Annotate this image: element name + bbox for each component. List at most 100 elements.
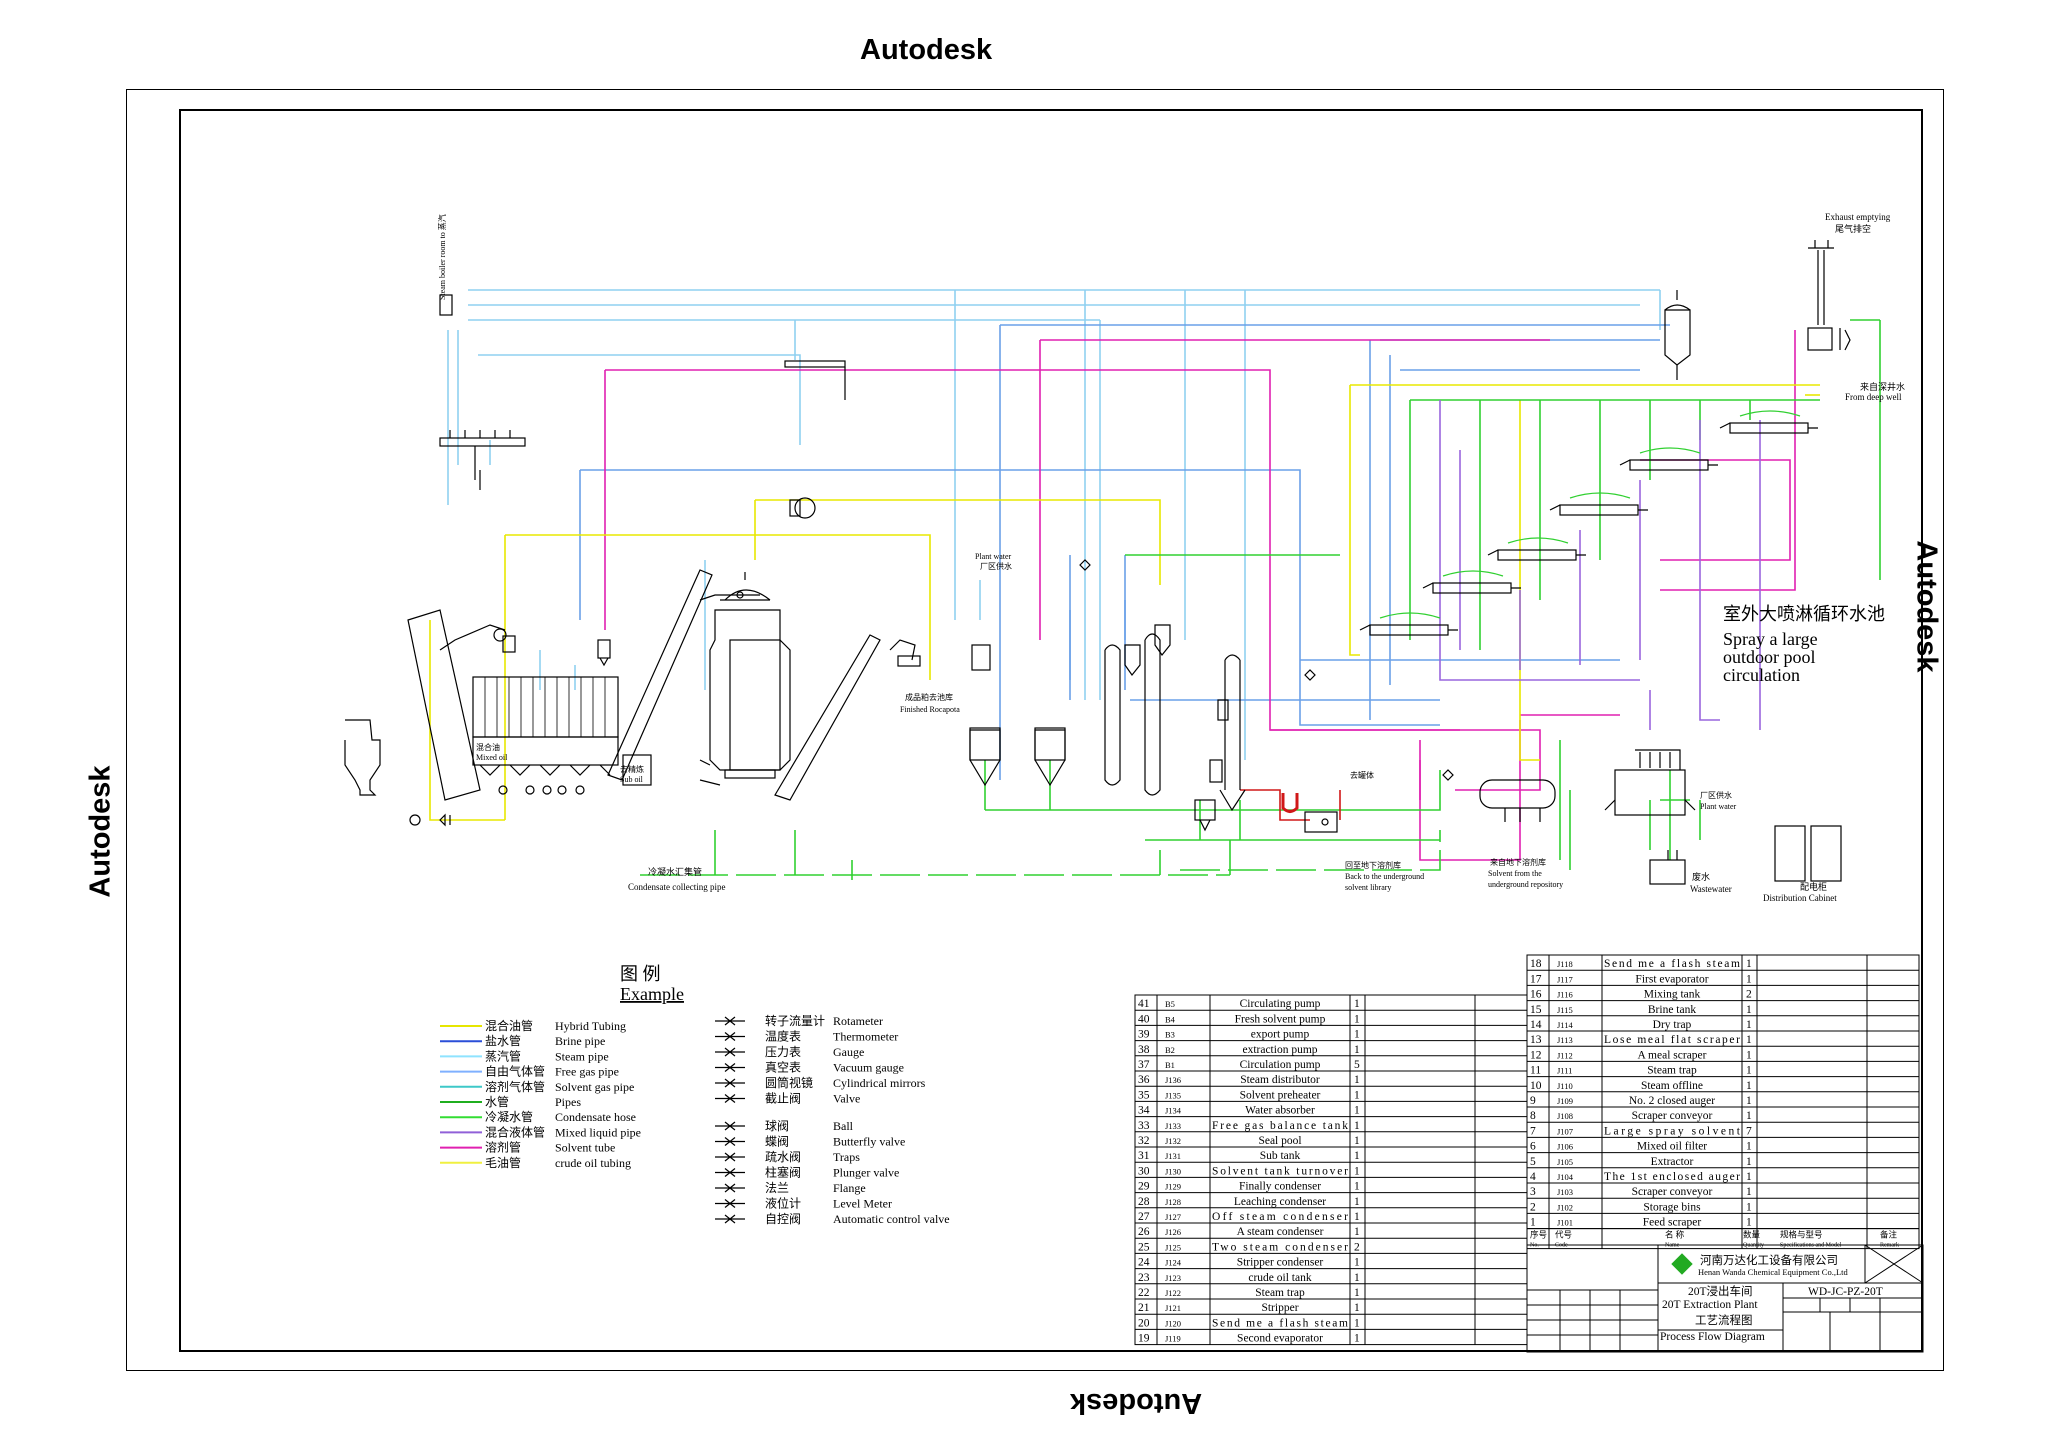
table-cell-name: Scraper conveyor	[1632, 1110, 1713, 1122]
table-cell-code: J103	[1557, 1187, 1573, 1197]
pipe-network	[429, 289, 1881, 880]
table-cell-name: Two steam condenser	[1212, 1241, 1348, 1253]
legend-pipe-en: Solvent tube	[555, 1141, 615, 1155]
label-plant-water-right: Plant water	[1700, 802, 1737, 811]
legend-title-en: Example	[620, 984, 684, 1004]
table-cell-qty: 1	[1354, 1257, 1360, 1269]
legend-symbol-en: Ball	[833, 1119, 854, 1133]
table-cell-no: 33	[1138, 1120, 1150, 1132]
label-back-underground-cn: 回至地下溶剂库	[1345, 860, 1401, 870]
label-plant-water-top-cn: 厂区供水	[980, 561, 1012, 571]
enclosed-auger	[607, 569, 713, 781]
table-cell-code: B2	[1165, 1045, 1175, 1055]
table-cell-qty: 1	[1354, 1181, 1360, 1193]
label-exhaust-cn: 尾气排空	[1835, 223, 1871, 234]
table-cell-name: Send me a flash steam	[1212, 1317, 1348, 1329]
legend-pipe-cn: 溶剂管	[485, 1140, 521, 1155]
table-cell-no: 38	[1138, 1044, 1150, 1056]
legend-symbol-cn: 圆筒视镜	[765, 1075, 813, 1090]
table-cell-qty: 1	[1354, 1089, 1360, 1101]
table-cell-code: J130	[1165, 1166, 1181, 1176]
table-cell-no: 14	[1530, 1019, 1542, 1031]
label-mixed-oil-cn: 混合油	[476, 742, 500, 752]
drawing-name-en: Process Flow Diagram	[1660, 1331, 1765, 1343]
table-cell-qty: 2	[1746, 989, 1752, 1001]
table-cell-name: Off steam condenser	[1212, 1211, 1348, 1223]
label-spray-cn: 室外大喷淋循环水池	[1723, 604, 1885, 624]
table-cell-name: Fresh solvent pump	[1235, 1013, 1326, 1025]
table-cell-code: J101	[1557, 1218, 1573, 1228]
drawing-frame	[179, 109, 1923, 1352]
table-cell-name: Send me a flash steam	[1604, 958, 1740, 970]
second-evaporator	[1144, 633, 1161, 796]
label-solvent-from-2: underground repository	[1488, 880, 1563, 889]
watermark-top: Autodesk	[860, 34, 993, 66]
label-wastewater-cn: 废水	[1692, 871, 1710, 882]
table-cell-qty: 1	[1746, 1065, 1752, 1077]
table-cell-no: 8	[1530, 1110, 1536, 1122]
table-header-name-cn: 名 称	[1665, 1230, 1685, 1240]
table-cell-name: Mixed oil filter	[1637, 1141, 1707, 1153]
legend-symbol-en: Gauge	[833, 1045, 864, 1059]
table-cell-no: 28	[1138, 1196, 1150, 1208]
label-distribution-cn: 配电柜	[1800, 881, 1827, 892]
table-header-name-en: Name	[1665, 1243, 1680, 1249]
table-cell-name: No. 2 closed auger	[1629, 1095, 1715, 1107]
table-cell-no: 12	[1530, 1049, 1542, 1061]
table-cell-qty: 1	[1746, 1080, 1752, 1092]
table-cell-code: J108	[1557, 1111, 1573, 1121]
table-cell-code: J109	[1557, 1096, 1573, 1106]
table-cell-qty: 1	[1746, 958, 1752, 970]
meal-scraper	[774, 634, 881, 801]
storage-bin	[344, 719, 381, 796]
legend-pipe-cn: 混合液体管	[485, 1124, 545, 1139]
legend-pipe-cn: 蒸汽管	[485, 1048, 521, 1063]
table-cell-qty: 1	[1746, 1156, 1752, 1168]
table-cell-no: 41	[1138, 998, 1150, 1010]
legend-pipe-en: Brine pipe	[555, 1034, 605, 1048]
label-deep-well-cn: 来自深井水	[1860, 381, 1905, 392]
legend-pipe-en: crude oil tubing	[555, 1156, 631, 1170]
table-cell-qty: 1	[1746, 1201, 1752, 1213]
table-cell-name: Sub tank	[1260, 1150, 1301, 1162]
table-cell-no: 27	[1138, 1211, 1150, 1223]
label-spray-3: circulation	[1723, 665, 1800, 685]
table-cell-qty: 1	[1746, 1095, 1752, 1107]
table-cell-no: 13	[1530, 1034, 1542, 1046]
table-cell-name: The 1st enclosed auger	[1604, 1171, 1740, 1183]
table-cell-no: 5	[1530, 1156, 1536, 1168]
table-cell-no: 1	[1530, 1217, 1536, 1229]
outer-frame	[126, 89, 1944, 1371]
table-cell-no: 35	[1138, 1089, 1150, 1101]
table-cell-name: Stripper	[1261, 1302, 1298, 1314]
table-cell-code: B3	[1165, 1030, 1175, 1040]
brine-tank	[971, 644, 991, 671]
table-cell-no: 18	[1530, 958, 1542, 970]
legend-symbol-en: Plunger valve	[833, 1166, 899, 1180]
table-cell-name: Water absorber	[1245, 1105, 1315, 1117]
legend-symbol-cn: 压力表	[765, 1045, 801, 1059]
water-absorber	[1807, 327, 1833, 351]
table-cell-name: Finally condenser	[1239, 1181, 1321, 1193]
table-cell-name: Solvent tank turnover	[1212, 1165, 1348, 1177]
table-cell-code: J126	[1165, 1227, 1181, 1237]
table-cell-code: J110	[1557, 1081, 1573, 1091]
table-cell-code: J136	[1165, 1075, 1181, 1085]
legend-symbol-icon	[715, 1121, 745, 1131]
table-cell-qty: 1	[1354, 1333, 1360, 1345]
legend-symbol-cn: 温度表	[765, 1029, 801, 1044]
